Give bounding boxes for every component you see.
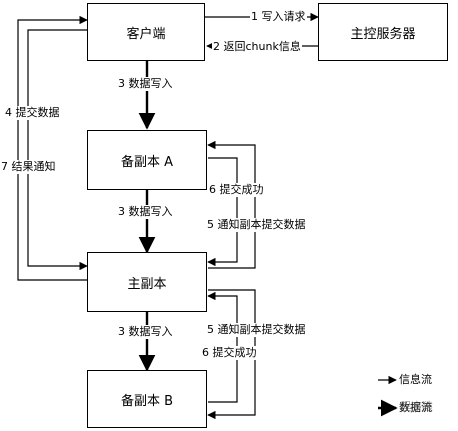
label-result-notify: 7 结果通知 (0, 160, 57, 174)
replica-b-node: 备副本 B (87, 370, 207, 428)
watermark: 程序猿 (400, 400, 433, 413)
edge-result-notify (17, 15, 88, 281)
label-return-chunk: 2 返回chunk信息 (212, 40, 302, 54)
label-commit-success-b: 6 提交成功 (201, 346, 258, 360)
label-write-request: 1 写入请求 (250, 10, 307, 24)
label-write-data-2: 3 数据写入 (117, 205, 174, 219)
legend-info-flow: 信息流 (398, 373, 433, 387)
label-commit-success-a: 6 提交成功 (208, 183, 265, 197)
label-submit-data: 4 提交数据 (4, 106, 61, 120)
edge-notify-commit-a (207, 140, 256, 269)
primary-replica-node: 主副本 (87, 252, 207, 312)
replica-a-node: 备副本 A (87, 130, 207, 190)
legend-data-flow: 数据流 (398, 401, 433, 415)
edge-submit-data (27, 29, 88, 271)
label-notify-commit-a: 5 通知副本提交数据 (206, 218, 307, 232)
master-server-node: 主控服务器 (318, 3, 448, 61)
label-write-data-1: 3 数据写入 (117, 77, 174, 91)
client-node: 客户端 (87, 3, 205, 61)
edge-commit-success-a (207, 157, 238, 267)
label-notify-commit-b: 5 通知副本提交数据 (206, 323, 307, 337)
label-write-data-3: 3 数据写入 (117, 325, 174, 339)
